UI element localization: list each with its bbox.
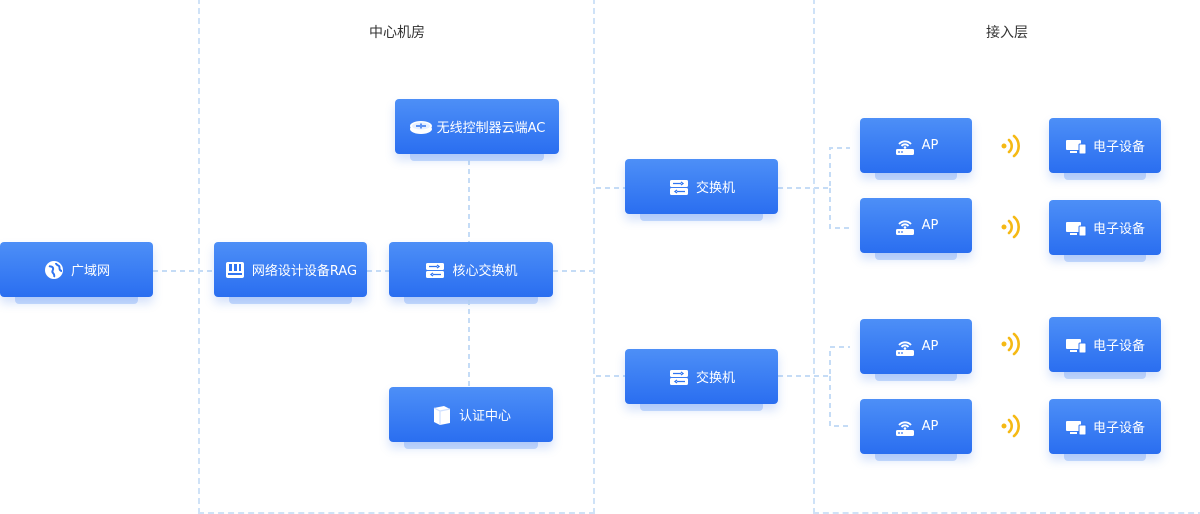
wire-switch-top-ap2 <box>829 188 850 229</box>
wire-switch-bottom-ap3 <box>778 346 850 377</box>
ap-node[interactable]: AP <box>860 118 972 180</box>
device-label: 电子设备 <box>1092 421 1145 436</box>
rag-node[interactable]: 网络设计设备RAG <box>214 242 367 304</box>
ap-label: AP <box>921 138 939 153</box>
ap-node[interactable]: AP <box>860 319 972 381</box>
wifi-ap-icon <box>894 336 916 358</box>
wifi-ap-icon <box>894 215 916 237</box>
switch-top-node[interactable]: 交换机 <box>625 159 778 221</box>
core-switch-node[interactable]: 核心交换机 <box>389 242 553 304</box>
device-node[interactable]: 电子设备 <box>1049 118 1161 180</box>
wifi-ap-icon <box>894 135 916 157</box>
wan-node[interactable]: 广域网 <box>0 242 153 304</box>
wireless-signal-icon <box>1001 134 1020 158</box>
device-node[interactable]: 电子设备 <box>1049 200 1161 262</box>
switch-bottom-label: 交换机 <box>695 371 735 386</box>
wire-switch-bottom-ap4 <box>829 376 850 427</box>
router-icon <box>409 116 432 138</box>
server-book-icon <box>431 404 453 426</box>
ac-label: 无线控制器云端AC <box>436 121 546 136</box>
ap-label: AP <box>921 419 939 434</box>
switch-top-label: 交换机 <box>695 181 735 196</box>
ap-node[interactable]: AP <box>860 198 972 260</box>
switch-icon <box>668 366 690 388</box>
devices-icon <box>1065 334 1087 356</box>
wireless-signal-icon <box>1001 332 1020 356</box>
wire-switch-top-ap1 <box>778 147 850 189</box>
ap-label: AP <box>921 339 939 354</box>
devices-icon <box>1065 217 1087 239</box>
globe-icon <box>43 259 65 281</box>
access-layer-title: 接入层 <box>986 25 1028 41</box>
rag-label: 网络设计设备RAG <box>251 264 358 279</box>
switch-icon <box>668 176 690 198</box>
core-switch-label: 核心交换机 <box>452 264 518 279</box>
devices-icon <box>1065 135 1087 157</box>
switch-icon <box>424 259 446 281</box>
ap-label: AP <box>921 218 939 233</box>
center-room-title: 中心机房 <box>369 25 425 41</box>
auth-center-node[interactable]: 认证中心 <box>389 387 553 449</box>
devices-icon <box>1065 416 1087 438</box>
rack-device-icon <box>224 259 246 281</box>
device-label: 电子设备 <box>1092 140 1145 155</box>
switch-bottom-node[interactable]: 交换机 <box>625 349 778 411</box>
device-node[interactable]: 电子设备 <box>1049 317 1161 379</box>
auth-center-label: 认证中心 <box>458 409 511 424</box>
wireless-signal-icon <box>1001 414 1020 438</box>
device-label: 电子设备 <box>1092 339 1145 354</box>
wireless-signal-icon <box>1001 215 1020 239</box>
device-node[interactable]: 电子设备 <box>1049 399 1161 461</box>
ap-node[interactable]: AP <box>860 399 972 461</box>
device-label: 电子设备 <box>1092 222 1145 237</box>
ac-node[interactable]: 无线控制器云端AC <box>395 99 559 161</box>
wan-label: 广域网 <box>70 264 110 279</box>
wifi-ap-icon <box>894 416 916 438</box>
